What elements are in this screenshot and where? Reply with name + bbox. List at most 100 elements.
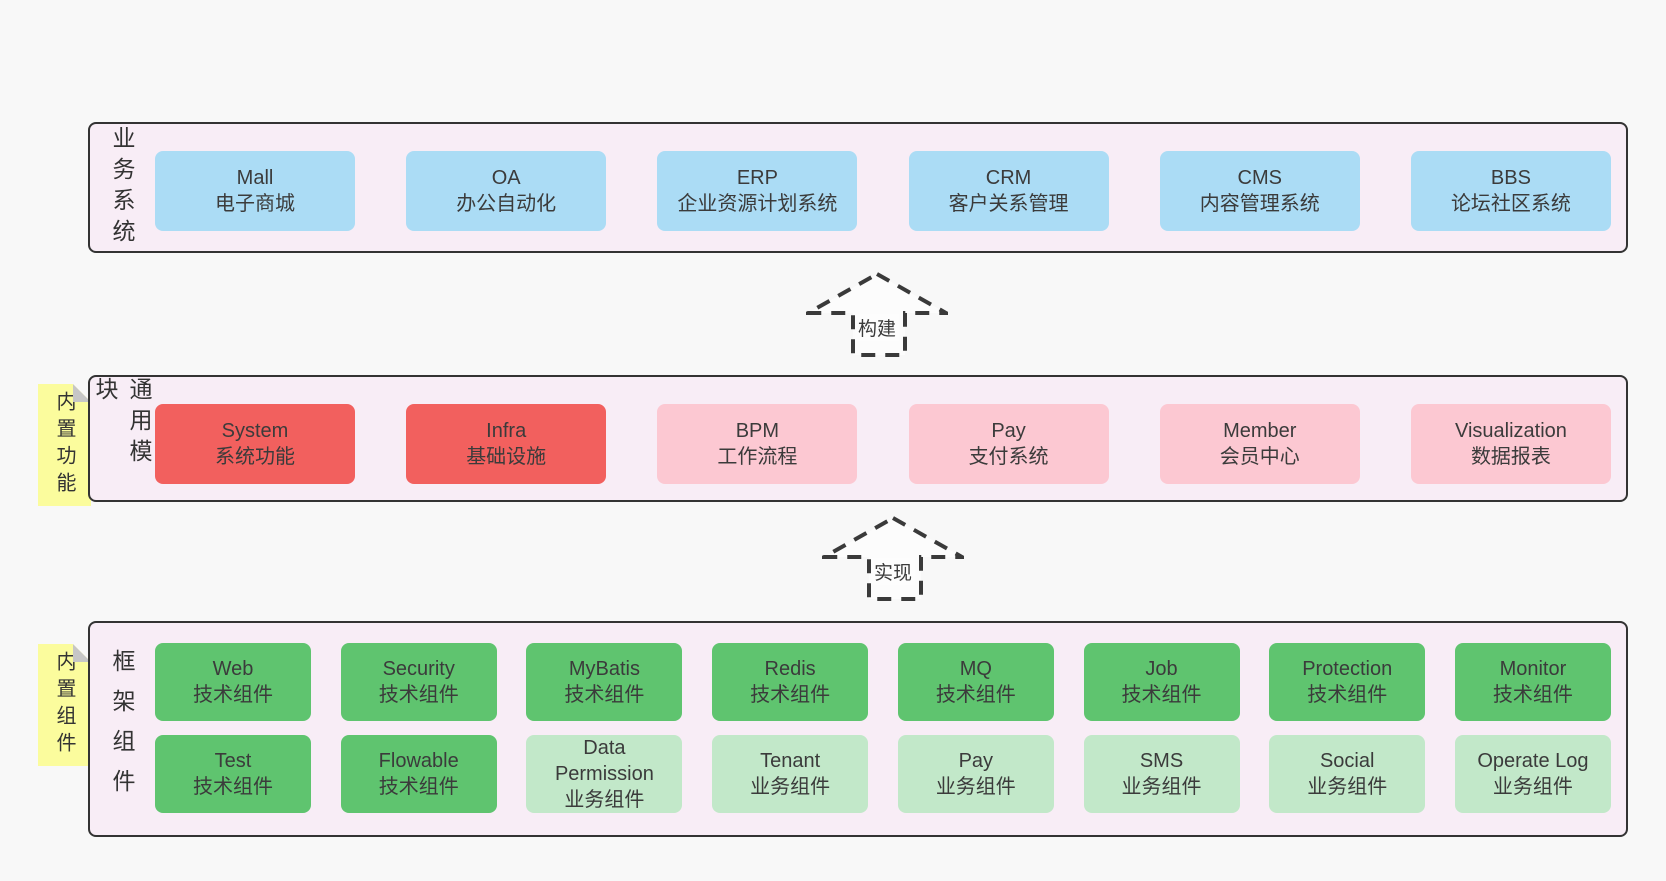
module-box: Security 技术组件	[340, 643, 497, 721]
module-box-subtitle: 技术组件	[1307, 684, 1388, 706]
module-box: BBS 论坛社区系统	[1410, 151, 1611, 231]
module-box-subtitle: 技术组件	[750, 684, 831, 706]
module-box-title: OA	[491, 167, 521, 189]
module-box-title: Security	[382, 658, 455, 680]
module-box-subtitle: 业务组件	[1492, 776, 1573, 798]
module-box: MyBatis 技术组件	[526, 643, 683, 721]
module-box: Web 技术组件	[155, 643, 311, 721]
module-box-title: CRM	[985, 167, 1032, 189]
arrow-label-build: 构建	[854, 314, 900, 341]
module-box-subtitle: 系统功能	[215, 446, 295, 468]
module-box-subtitle: 工作流程	[717, 446, 798, 468]
box-row: System 系统功能 Infra 基础设施 BPM 工作流程 Pay 支付系统…	[155, 404, 1611, 484]
box-row: Test 技术组件 Flowable 技术组件 Data Permission …	[155, 735, 1611, 813]
module-box-subtitle: 数据报表	[1470, 446, 1551, 468]
module-box-title: SMS	[1139, 750, 1184, 772]
module-box: Protection 技术组件	[1269, 643, 1426, 721]
module-box-subtitle: 技术组件	[1121, 684, 1202, 706]
arrow-label-implement: 实现	[870, 558, 916, 585]
module-box-title: System	[221, 420, 289, 442]
module-box-subtitle: 技术组件	[1492, 684, 1573, 706]
module-box: BPM 工作流程	[657, 404, 858, 484]
module-box: Flowable 技术组件	[340, 735, 497, 813]
module-box: Data Permission 业务组件	[526, 735, 683, 813]
module-box: MQ 技术组件	[897, 643, 1054, 721]
sticky-tab-label: 内置功能	[53, 391, 75, 499]
module-box-subtitle: 电子商城	[215, 193, 295, 215]
module-box-title: Job	[1145, 658, 1178, 680]
module-box: OA 办公自动化	[406, 151, 607, 231]
module-box-subtitle: 技术组件	[935, 684, 1016, 706]
module-box-subtitle: 技术组件	[564, 684, 645, 706]
module-box-title: Protection	[1302, 658, 1393, 680]
module-box: System 系统功能	[155, 404, 355, 484]
module-box-subtitle: 客户关系管理	[948, 193, 1069, 215]
module-box: Pay 支付系统	[908, 404, 1109, 484]
module-box-title: Redis	[764, 658, 816, 680]
module-box: Redis 技术组件	[712, 643, 869, 721]
module-box-subtitle: 业务组件	[935, 776, 1016, 798]
module-box-title: ERP	[736, 167, 778, 189]
module-box-subtitle: 技术组件	[193, 684, 273, 706]
module-box-title: Operate Log	[1477, 750, 1589, 772]
module-box-subtitle: 业务组件	[1121, 776, 1202, 798]
module-box-subtitle: 内容管理系统	[1199, 193, 1320, 215]
layer-title-common-modules: 通用模块	[92, 377, 152, 470]
module-box-subtitle: 论坛社区系统	[1450, 193, 1571, 215]
module-box: SMS 业务组件	[1083, 735, 1240, 813]
module-box-subtitle: 技术组件	[378, 776, 459, 798]
module-box-subtitle: 企业资源计划系统	[677, 193, 838, 215]
module-box: Visualization 数据报表	[1410, 404, 1611, 484]
module-box-subtitle: 技术组件	[193, 776, 273, 798]
module-box-subtitle: 支付系统	[968, 446, 1049, 468]
sticky-tab-label: 内置组件	[53, 651, 75, 759]
module-box-title: Pay	[958, 750, 994, 772]
module-box-subtitle: 基础设施	[466, 446, 547, 468]
module-box: Member 会员中心	[1159, 404, 1360, 484]
module-box-title: Visualization	[1454, 420, 1567, 442]
layer-title-framework-components: 框架组件	[109, 649, 135, 809]
module-box-subtitle: 业务组件	[564, 789, 645, 811]
module-box-title: Pay	[991, 420, 1026, 442]
module-box-title: Test	[214, 750, 252, 772]
module-box-title: MQ	[959, 658, 992, 680]
module-box: Monitor 技术组件	[1454, 643, 1611, 721]
module-box-title: MyBatis	[568, 658, 640, 680]
sticky-tab-built-in-components: 内置组件	[38, 644, 91, 766]
module-box: Infra 基础设施	[406, 404, 607, 484]
module-box-subtitle: 技术组件	[378, 684, 459, 706]
module-box-title: Monitor	[1499, 658, 1567, 680]
module-box-title: Social	[1319, 750, 1375, 772]
up-arrow-build-icon: 构建	[806, 270, 948, 358]
module-box: CMS 内容管理系统	[1159, 151, 1360, 231]
module-box-title: Tenant	[760, 750, 821, 772]
module-box-title: Data Permission	[554, 737, 654, 785]
module-box-subtitle: 会员中心	[1219, 446, 1300, 468]
module-box-title: Flowable	[378, 750, 459, 772]
module-box: Pay 业务组件	[897, 735, 1054, 813]
sticky-tab-built-in-features: 内置功能	[38, 384, 91, 506]
module-box-title: Member	[1223, 420, 1297, 442]
module-box-subtitle: 业务组件	[750, 776, 831, 798]
layer-title-business-systems: 业务系统	[109, 125, 135, 250]
module-box-title: CMS	[1237, 167, 1282, 189]
module-box-title: BBS	[1490, 167, 1531, 189]
box-row: Mall 电子商城 OA 办公自动化 ERP 企业资源计划系统 CRM 客户关系…	[155, 151, 1611, 231]
module-box: Tenant 业务组件	[712, 735, 869, 813]
module-box-title: Web	[212, 658, 254, 680]
module-box-subtitle: 业务组件	[1307, 776, 1388, 798]
box-row: Web 技术组件 Security 技术组件 MyBatis 技术组件 Redi…	[155, 643, 1611, 721]
module-box: Test 技术组件	[155, 735, 311, 813]
module-box-title: Mall	[236, 167, 274, 189]
layer-framework-components: 框架组件 Web 技术组件 Security 技术组件 MyBatis 技术组件…	[88, 621, 1628, 837]
module-box: Social 业务组件	[1269, 735, 1426, 813]
module-box: ERP 企业资源计划系统	[657, 151, 858, 231]
up-arrow-implement-icon: 实现	[822, 514, 964, 602]
module-box: CRM 客户关系管理	[908, 151, 1109, 231]
module-box-title: BPM	[735, 420, 780, 442]
module-box-title: Infra	[486, 420, 527, 442]
module-box-subtitle: 办公自动化	[456, 193, 557, 215]
layer-common-modules: 通用模块 System 系统功能 Infra 基础设施 BPM 工作流程 Pay…	[88, 375, 1628, 502]
module-box: Mall 电子商城	[155, 151, 355, 231]
